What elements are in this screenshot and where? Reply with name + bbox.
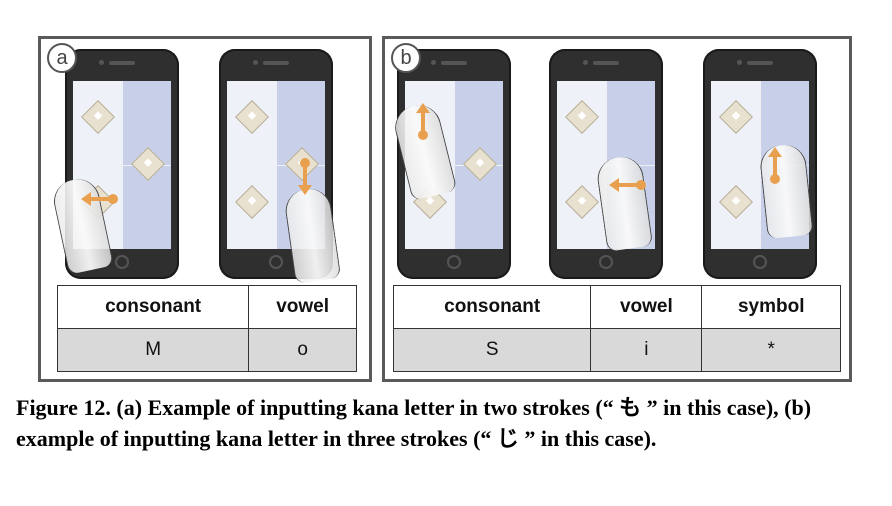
camera-icon (737, 60, 742, 65)
keypad-cell (227, 81, 276, 165)
speaker-grille (263, 61, 289, 65)
phone-illustration (219, 49, 342, 284)
stroke-arrow-down-icon (298, 158, 312, 195)
home-button-icon (753, 255, 767, 269)
table-value-cell: i (590, 328, 703, 372)
home-button-icon (447, 255, 461, 269)
table-header-cell: vowel (248, 285, 357, 329)
figure-panel-b: b (382, 36, 852, 382)
key-diamond-icon (719, 100, 753, 134)
table-header-cell: vowel (590, 285, 703, 329)
home-button-icon (599, 255, 613, 269)
camera-icon (583, 60, 588, 65)
stroke-result-table: consonant vowel symbol S i * (392, 285, 841, 372)
home-button-icon (269, 255, 283, 269)
key-diamond-icon (565, 184, 599, 219)
speaker-grille (109, 61, 135, 65)
table-header-cell: consonant (56, 285, 250, 329)
speaker-grille (747, 61, 773, 65)
keypad-cell (227, 165, 276, 249)
key-diamond-icon (719, 184, 753, 219)
keypad-cell (606, 81, 655, 165)
table-header-cell: symbol (701, 285, 841, 329)
phone-illustration (390, 49, 511, 279)
keypad-cell (557, 81, 606, 165)
stroke-arrow-left-icon (81, 192, 118, 206)
panel-label-b: b (391, 43, 421, 73)
keypad-cell (711, 81, 760, 165)
key-diamond-icon (81, 100, 115, 134)
table-value-cell: o (248, 328, 357, 372)
figure-caption: Figure 12. (a) Example of inputting kana… (16, 395, 812, 451)
home-button-icon (115, 255, 129, 269)
phone-screen (73, 81, 171, 249)
phone-illustration (703, 49, 817, 279)
key-diamond-icon (565, 100, 599, 134)
stroke-arrow-up-icon (416, 103, 430, 140)
phone-illustration (49, 49, 179, 279)
camera-icon (431, 60, 436, 65)
keypad-cell (454, 146, 503, 249)
speaker-grille (441, 61, 467, 65)
key-diamond-icon (235, 100, 269, 134)
keypad-cell (73, 81, 122, 165)
finger-illustration (282, 186, 342, 284)
camera-icon (253, 60, 258, 65)
panel-label-a: a (47, 43, 77, 73)
table-value-cell: M (56, 328, 250, 372)
stroke-arrow-left-icon (609, 178, 646, 192)
table-value-cell: S (392, 328, 592, 372)
stroke-result-table: consonant vowel M o (56, 285, 357, 372)
key-diamond-icon (235, 184, 269, 219)
phone-illustration (549, 49, 663, 279)
figure-panel-a: a (38, 36, 372, 382)
keypad-cell (122, 146, 171, 249)
keypad-cell (711, 165, 760, 249)
stroke-arrow-up-icon (768, 147, 782, 184)
camera-icon (99, 60, 104, 65)
table-value-cell: * (701, 328, 841, 372)
speaker-grille (593, 61, 619, 65)
table-header-cell: consonant (392, 285, 592, 329)
